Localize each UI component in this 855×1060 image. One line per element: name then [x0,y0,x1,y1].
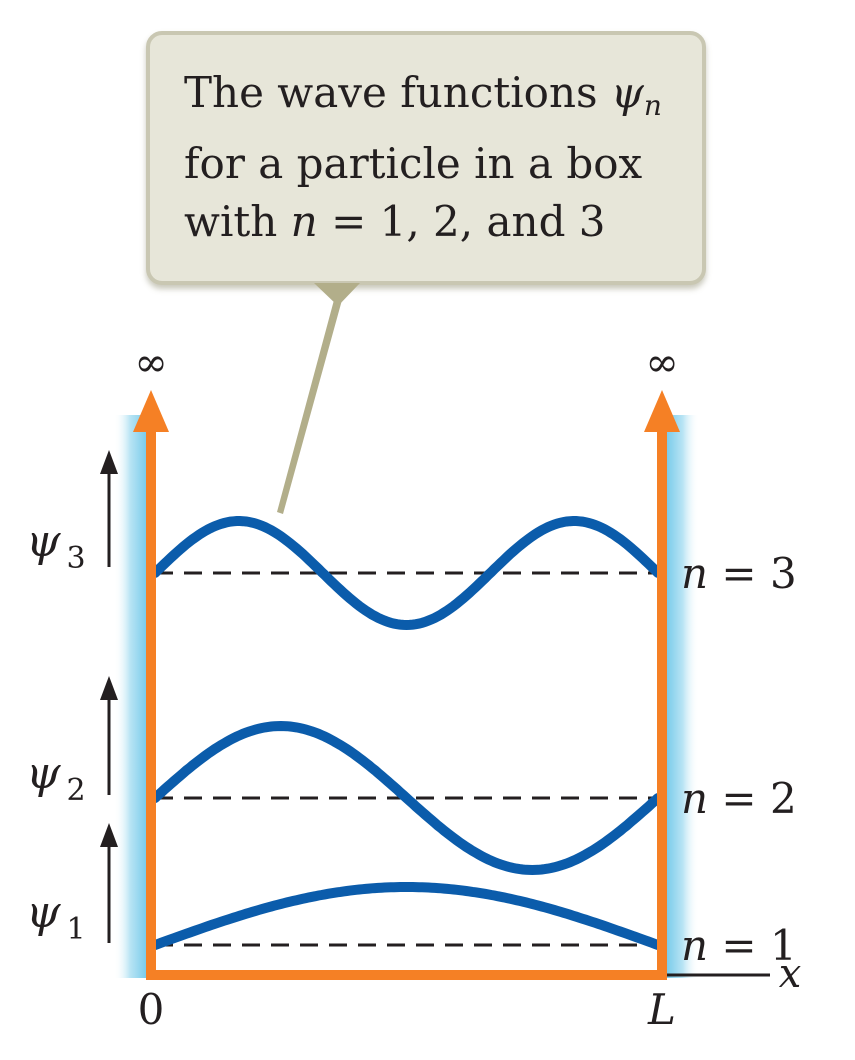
callout-box [146,31,706,514]
psi2-arrow-head [100,676,118,700]
wave-function-psi3 [150,516,663,631]
callout-line-3-text: with [184,197,291,246]
psi-subscript: 2 [67,773,86,808]
wave-function-psi1 [150,882,663,950]
left-wall-glow [114,415,150,978]
psi1-arrow-head [100,823,118,847]
callout-line-2: for a particle in a box [184,139,643,188]
level-label-value: = 3 [708,549,797,598]
level-labels: n = 1n = 2n = 3 [681,549,797,970]
wave-functions [150,516,663,950]
callout-line-3: with n = 1, 2, and 3 [184,193,694,251]
callout-line-1-text: The wave functions [184,68,611,117]
psi3-arrow-head [100,450,118,474]
right-wall-arrowhead [644,390,680,432]
callout-text: The wave functions ψn for a particle in … [184,64,694,251]
level-label-var: n [681,774,708,823]
level-label-var: n [681,921,708,970]
callout-psi-symbol: ψ [610,68,644,117]
potential-walls [133,390,680,980]
right-wall-glow [663,415,699,978]
left-wall-arrowhead [133,390,169,432]
level-label-n3: n = 3 [681,549,797,598]
psi-symbol: ψ [26,887,61,938]
level-label-n1: n = 1 [681,921,797,970]
level-label-value: = 1 [708,921,797,970]
callout-line-1: The wave functions ψn [184,64,694,135]
psi-subscript: 3 [67,541,86,576]
callout-notch [314,283,360,306]
callout-line-3-values: = 1, 2, and 3 [317,197,606,246]
callout-psi-subscript: n [643,89,662,122]
psi-axis-arrows [100,450,118,943]
x-axis-label: x [779,951,802,997]
psi-symbol: ψ [26,748,61,799]
box-length-label: L [647,985,676,1034]
psi-subscript: 1 [67,912,86,947]
callout-pointer [277,300,342,514]
level-label-var: n [681,549,708,598]
energy-baselines [155,571,658,947]
psi-symbol: ψ [26,516,61,567]
level-label-value: = 2 [708,774,797,823]
left-infinity-label: ∞ [134,340,167,386]
level-label-n2: n = 2 [681,774,797,823]
origin-label: 0 [138,985,165,1034]
wave-function-psi2 [150,720,663,876]
callout-n-symbol: n [290,197,318,246]
right-infinity-label: ∞ [645,340,678,386]
